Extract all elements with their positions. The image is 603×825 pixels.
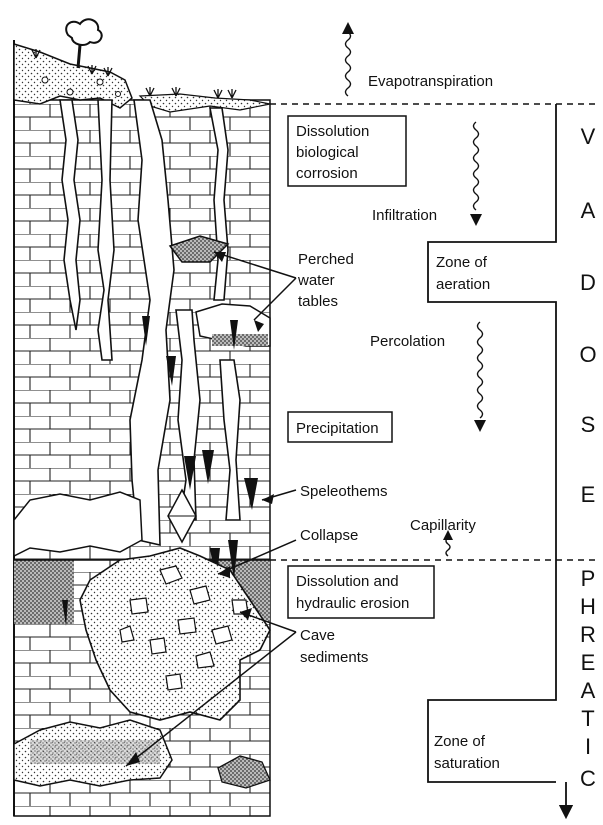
precipitation-label: Precipitation [296, 420, 379, 437]
percolation-label: Percolation [370, 333, 445, 350]
perched-label-line-3: tables [298, 293, 338, 310]
vadose-letter: V [581, 124, 596, 149]
dissolution-hydraulic-line-1: Dissolution and [296, 573, 399, 590]
phreatic-letter: T [581, 706, 594, 731]
zone-boundary-lines [428, 104, 566, 812]
phreatic-letter: I [585, 734, 591, 759]
phreatic-letter: P [581, 566, 596, 591]
zone-saturation-line-1: Zone of [434, 733, 486, 750]
infiltration-label: Infiltration [372, 207, 437, 224]
speleothems-label: Speleothems [300, 483, 388, 500]
evapotranspiration-label: Evapotranspiration [368, 73, 493, 90]
collapse-label: Collapse [300, 527, 358, 544]
zone-aeration-line-1: Zone of [436, 254, 488, 271]
vadose-letter: S [581, 412, 596, 437]
vadose-letter: O [579, 342, 596, 367]
vadose-letter: A [581, 198, 596, 223]
vadose-letter: D [580, 270, 596, 295]
dissolution-box-line-3: corrosion [296, 165, 358, 182]
dissolution-hydraulic-line-2: hydraulic erosion [296, 595, 409, 612]
phreatic-letter: R [580, 622, 596, 647]
perched-label-line-1: Perched [298, 251, 354, 268]
phreatic-letter: A [581, 678, 596, 703]
capillarity-label: Capillarity [410, 517, 476, 534]
phreatic-letter: C [580, 766, 596, 791]
vadose-letters: V A D O S E [579, 124, 596, 507]
cave-sediments-line-1: Cave [300, 627, 335, 644]
tree-icon [66, 19, 102, 68]
dissolution-box-line-2: biological [296, 144, 359, 161]
phreatic-letter: E [581, 650, 596, 675]
vadose-letter: E [581, 482, 596, 507]
evapotranspiration-arrow [342, 22, 354, 96]
zone-saturation-line-2: saturation [434, 755, 500, 772]
phreatic-letters: P H R E A T I C [580, 566, 596, 791]
infiltration-arrow [470, 122, 482, 226]
lower-cave-gallery [14, 492, 142, 556]
dissolution-box-line-1: Dissolution [296, 123, 369, 140]
percolation-arrow [474, 322, 486, 432]
perched-label-line-2: water [297, 272, 335, 289]
zone-aeration-line-2: aeration [436, 276, 490, 293]
phreatic-letter: H [580, 594, 596, 619]
cave-sediments-line-2: sediments [300, 649, 368, 666]
